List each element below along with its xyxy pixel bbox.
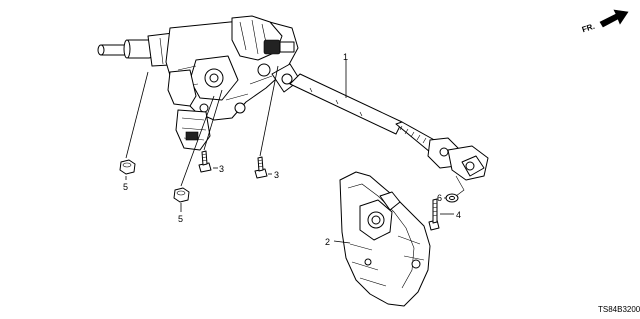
steering-column-assembly <box>97 15 301 151</box>
direction-label: FR. <box>581 22 596 35</box>
callout-bolt-joint: 4 <box>456 210 461 220</box>
callout-column-cover: 2 <box>325 237 330 247</box>
drawing-code: TS84B3200 <box>598 305 640 314</box>
column-cover <box>339 171 431 307</box>
leader-lines <box>125 60 454 244</box>
bolt-joint <box>428 198 440 231</box>
nut-left-upper <box>119 159 136 175</box>
callout-nut-left-upper: 5 <box>123 182 128 192</box>
bolt-left <box>198 150 212 173</box>
steering-shaft <box>289 73 489 197</box>
callout-bolt-left: 3 <box>219 164 224 174</box>
callout-nut-left-lower: 5 <box>178 214 183 224</box>
washer <box>445 193 459 203</box>
callout-washer: 6 <box>437 193 442 203</box>
direction-indicator: FR. <box>581 9 629 35</box>
callout-bolt-right: 3 <box>274 170 279 180</box>
arrow-icon <box>599 9 629 28</box>
bolt-right <box>254 156 268 179</box>
callout-steering-shaft: 1 <box>343 52 348 62</box>
nut-left-lower <box>173 187 190 203</box>
